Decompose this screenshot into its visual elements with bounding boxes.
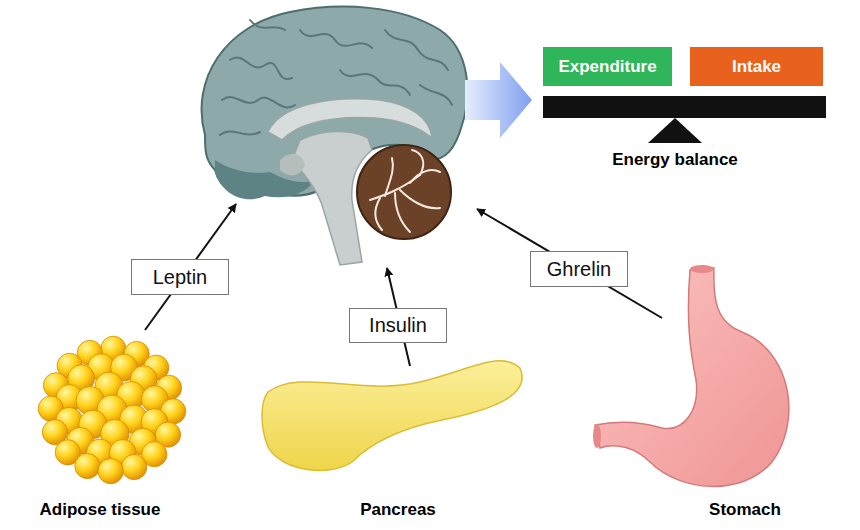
balance-box: Intake: [690, 47, 823, 86]
adipose-illustration: [38, 336, 186, 484]
pancreas-illustration: [262, 361, 522, 471]
organ-label: Pancreas: [360, 500, 436, 520]
fulcrum: [648, 118, 702, 143]
node-text: Intake: [732, 57, 781, 77]
output-arrow: [465, 62, 532, 138]
balance-box: Expenditure: [543, 47, 672, 86]
balance-beam: [543, 96, 826, 118]
organ-label: Adipose tissue: [40, 500, 161, 520]
node-text: Expenditure: [558, 57, 656, 77]
hormone-box: Leptin: [131, 259, 229, 295]
organ-label: Stomach: [709, 500, 781, 520]
balance-caption: Energy balance: [612, 150, 738, 170]
hormone-box: Ghrelin: [530, 251, 628, 287]
node-text: Ghrelin: [547, 258, 611, 281]
node-text: Insulin: [369, 314, 427, 337]
hormone-box: Insulin: [349, 308, 447, 343]
brain: [202, 7, 468, 265]
stomach-illustration: [593, 265, 789, 486]
node-text: Leptin: [153, 266, 208, 289]
